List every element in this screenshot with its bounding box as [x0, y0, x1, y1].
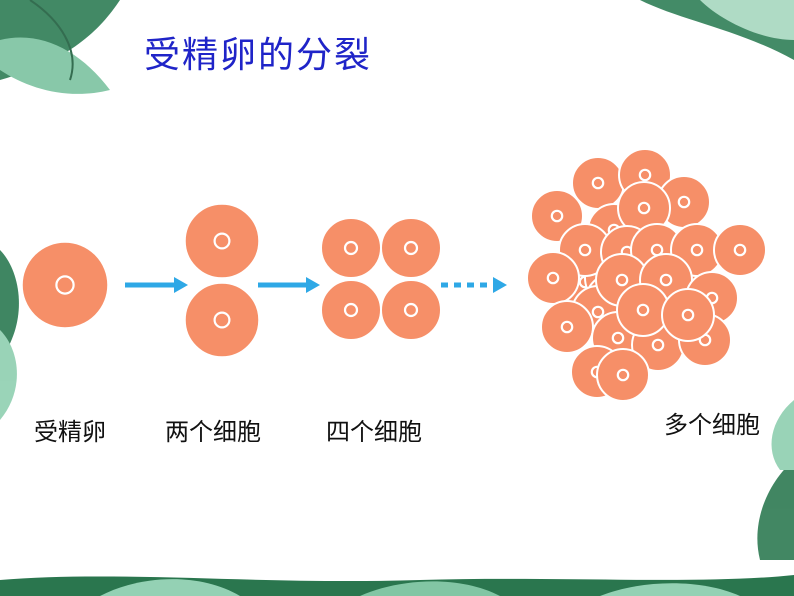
nucleus: [213, 311, 231, 329]
two-cell-1: [184, 203, 260, 279]
four-cell-2: [380, 217, 442, 279]
two-cell-2: [184, 282, 260, 358]
four-cell-4: [380, 279, 442, 341]
many-cell-19: [713, 223, 767, 277]
arrows-layer: [125, 277, 507, 293]
leaf-top-left: [0, 0, 120, 94]
nucleus: [677, 195, 691, 209]
nucleus: [638, 168, 652, 182]
nucleus: [591, 176, 605, 190]
zygote-cell: [21, 241, 109, 329]
nucleus: [55, 275, 75, 295]
stage-label-two-cells: 两个细胞: [165, 418, 261, 446]
nucleus: [659, 273, 673, 287]
nucleus: [213, 232, 231, 250]
leaf-right-middle: [757, 400, 794, 560]
stage-label-zygote: 受精卵: [34, 418, 106, 446]
four-cell-3: [320, 279, 382, 341]
leaf-top-right: [640, 0, 794, 60]
nucleus: [733, 243, 747, 257]
many-cell-31: [661, 288, 715, 342]
nucleus: [343, 240, 359, 256]
nucleus: [690, 243, 704, 257]
nucleus: [615, 273, 629, 287]
leaf-left-middle: [0, 250, 19, 420]
four-cell-1: [320, 217, 382, 279]
leaf-bottom: [0, 575, 794, 596]
nucleus: [616, 368, 630, 382]
nucleus: [550, 209, 564, 223]
nucleus: [637, 201, 651, 215]
nucleus: [651, 338, 665, 352]
many-cell-20: [526, 251, 580, 305]
stage-label-four-cells: 四个细胞: [326, 418, 422, 446]
cells-layer: [21, 148, 767, 402]
many-cell-30: [616, 283, 670, 337]
many-cell-29: [596, 348, 650, 402]
arrow-2: [258, 277, 320, 293]
many-cell-24: [540, 300, 594, 354]
nucleus: [343, 302, 359, 318]
diagram-title: 受精卵的分裂: [144, 35, 373, 76]
nucleus: [591, 305, 605, 319]
nucleus: [403, 240, 419, 256]
nucleus: [681, 308, 695, 322]
arrow-3-dashed: [441, 277, 507, 293]
nucleus: [403, 302, 419, 318]
arrow-1: [125, 277, 188, 293]
nucleus: [546, 271, 560, 285]
nucleus: [560, 320, 574, 334]
many-cell-9: [571, 156, 625, 210]
nucleus: [611, 331, 625, 345]
stage-label-many-cells: 多个细胞: [664, 411, 760, 439]
nucleus: [578, 243, 592, 257]
nucleus: [636, 303, 650, 317]
